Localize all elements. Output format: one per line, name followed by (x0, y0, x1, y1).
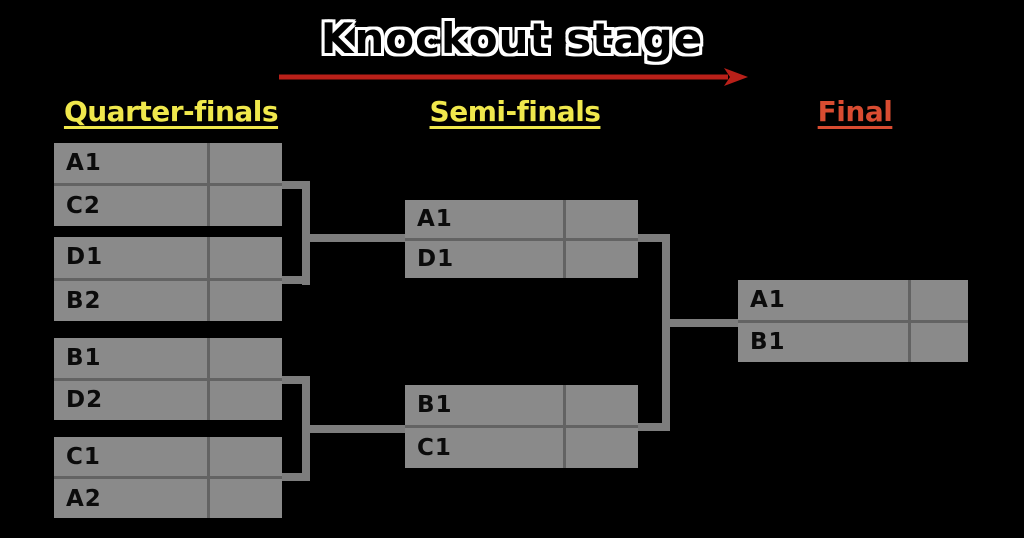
team-label: B1 (750, 329, 786, 356)
match-row: C1 (54, 437, 282, 479)
connector-qf2-stub-bottom (282, 473, 310, 481)
match-row: B1 (405, 385, 638, 428)
match-row: A1 (738, 280, 968, 323)
match-qf4: C1 A2 (54, 437, 282, 518)
team-label: A2 (66, 485, 102, 512)
connector-sf-vertical (662, 234, 670, 431)
score-cell (207, 143, 282, 183)
match-sf1: A1 D1 (405, 200, 638, 278)
team-label: A1 (750, 286, 786, 313)
score-cell (563, 240, 638, 278)
team-label: B1 (417, 392, 453, 418)
match-row: B2 (54, 280, 282, 321)
connector-qf1-vertical (302, 181, 310, 285)
connector-qf1-to-sf1 (302, 234, 406, 242)
right-arrow-icon (279, 68, 748, 86)
score-cell (563, 200, 638, 238)
score-cell (908, 322, 968, 362)
connector-qf2-stub-top (282, 376, 310, 384)
team-label: A1 (66, 150, 102, 176)
score-cell (908, 280, 968, 320)
match-qf3: B1 D2 (54, 338, 282, 420)
team-label: A1 (417, 205, 453, 232)
team-label: C2 (66, 193, 101, 219)
page-title: Knockout stage (319, 13, 704, 65)
match-row: B1 (54, 338, 282, 381)
connector-sf-stub-bottom (638, 423, 670, 431)
connector-sf-stub-top (638, 234, 670, 242)
team-label: B2 (66, 287, 102, 314)
score-cell (207, 186, 282, 226)
connector-qf1-stub-bottom (282, 276, 310, 284)
score-cell (207, 380, 282, 420)
score-cell (207, 237, 282, 278)
column-header-quarter-finals: Quarter-finals (63, 95, 279, 128)
team-label: C1 (417, 435, 452, 461)
match-row: B1 (738, 322, 968, 362)
team-label: C1 (66, 443, 101, 470)
team-label: B1 (66, 344, 102, 371)
score-cell (563, 385, 638, 425)
score-cell (563, 428, 638, 468)
score-cell (207, 479, 282, 518)
score-cell (207, 280, 282, 321)
match-row: D2 (54, 380, 282, 420)
match-sf2: B1 C1 (405, 385, 638, 468)
column-header-final: Final (817, 95, 893, 128)
connector-sf-to-final (662, 319, 739, 327)
match-row: D1 (54, 237, 282, 281)
score-cell (207, 338, 282, 378)
match-row: D1 (405, 240, 638, 278)
column-header-semi-finals: Semi-finals (429, 95, 601, 128)
match-row: A1 (405, 200, 638, 241)
connector-qf2-to-sf2 (302, 425, 406, 433)
connector-qf1-stub-top (282, 181, 310, 189)
match-qf2: D1 B2 (54, 237, 282, 321)
team-label: D2 (66, 387, 104, 414)
score-cell (207, 437, 282, 476)
match-row: A1 (54, 143, 282, 186)
match-row: C2 (54, 186, 282, 226)
team-label: D1 (66, 244, 104, 271)
team-label: D1 (417, 246, 455, 273)
match-final: A1 B1 (738, 280, 968, 362)
match-row: C1 (405, 428, 638, 468)
match-qf1: A1 C2 (54, 143, 282, 226)
match-row: A2 (54, 479, 282, 518)
